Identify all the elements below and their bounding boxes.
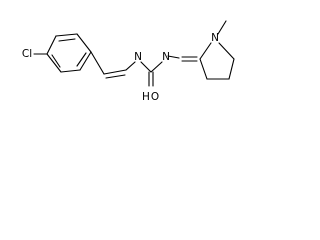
structure-diagram: Cl N N N O H bbox=[22, 20, 235, 103]
pyrrolidine-ring bbox=[199, 42, 235, 80]
n-carbonyl-bond bbox=[140, 61, 152, 73]
ring-vinyl-bond bbox=[90, 51, 105, 75]
oxygen-label: O bbox=[151, 91, 159, 103]
nitrogen-vinyl-label: N bbox=[134, 51, 142, 63]
chlorine-label: Cl bbox=[22, 48, 32, 60]
vinyl-double-bond bbox=[103, 69, 127, 79]
n-imine-link bbox=[167, 55, 180, 59]
imine-double-bond bbox=[181, 56, 198, 62]
oxygen-hydrogen-label: H bbox=[142, 91, 150, 103]
nitrogen-ring-label: N bbox=[211, 32, 219, 44]
vinyl-n-bond bbox=[125, 61, 136, 71]
carbonyl-n-bond bbox=[150, 61, 163, 73]
benzene-ring bbox=[46, 33, 92, 73]
carbonyl-double-bond bbox=[148, 71, 154, 87]
nitrogen-amide-label: N bbox=[162, 51, 170, 63]
n-methyl-bond bbox=[217, 20, 227, 35]
